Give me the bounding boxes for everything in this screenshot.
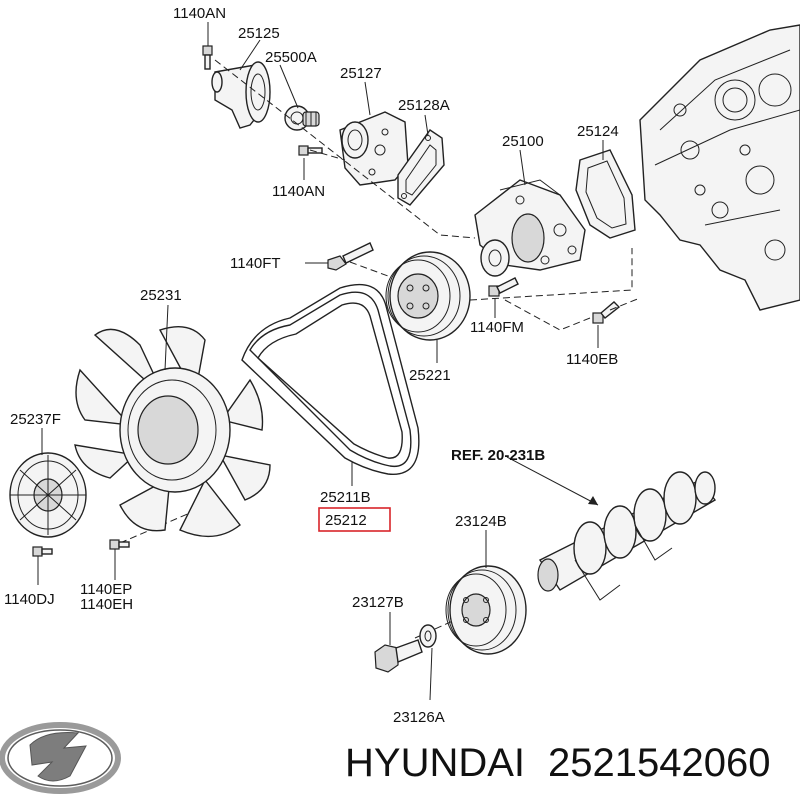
label-1140eb: 1140EB (566, 351, 618, 368)
label-25237f: 25237F (10, 411, 61, 428)
brand-name: HYUNDAI (345, 741, 525, 785)
label-25127: 25127 (340, 65, 382, 82)
water-inlet-fitting-25127 (339, 111, 409, 186)
bolt-1140an-mid (298, 145, 323, 156)
label-1140an-top: 1140AN (173, 5, 226, 22)
water-pump-25100 (474, 179, 586, 277)
label-ref: REF. 20-231B (451, 447, 545, 464)
label-1140ep: 1140EP (80, 581, 132, 598)
label-1140ft: 1140FT (230, 255, 281, 272)
label-25212: 25212 (325, 512, 367, 529)
label-25211b: 25211B (320, 489, 371, 506)
highlight-box-25212 (318, 507, 391, 532)
gasket-25128a (397, 129, 445, 206)
label-25128a: 25128A (398, 97, 450, 114)
label-23126a: 23126A (393, 709, 445, 726)
thermostat-housing-25125 (211, 61, 271, 129)
part-number: 2521542060 (548, 741, 770, 785)
ref-arrowhead (588, 496, 598, 505)
engine-block (639, 24, 800, 311)
pulley-25221 (385, 251, 471, 341)
bolt-1140dj (32, 546, 53, 557)
label-1140an-mid: 1140AN (272, 183, 325, 200)
washer-23126a (419, 624, 437, 648)
label-25221: 25221 (409, 367, 451, 384)
label-23124b: 23124B (455, 513, 507, 530)
label-23127b: 23127B (352, 594, 404, 611)
label-25125: 25125 (238, 25, 280, 42)
v-belt-25212 (241, 283, 420, 475)
crank-pulley-23124b (445, 565, 527, 655)
bolt-1140fm (488, 277, 519, 297)
crank-bolt-23127b (374, 639, 423, 673)
crankshaft-ref (537, 471, 717, 601)
cooling-fan-25231 (74, 326, 271, 538)
hyundai-logo (0, 722, 121, 794)
label-25100: 25100 (502, 133, 544, 150)
thermostat-25500a (284, 105, 320, 131)
bolt-1140eb (592, 301, 621, 324)
label-1140eh: 1140EH (80, 596, 133, 613)
label-25500a: 25500A (265, 49, 317, 66)
bolt-1140an-top (202, 45, 213, 70)
label-25231: 25231 (140, 287, 182, 304)
label-25124: 25124 (577, 123, 619, 140)
label-1140fm: 1140FM (470, 319, 524, 336)
bolt-1140ep (109, 539, 130, 550)
fan-clutch-25237f (9, 452, 87, 538)
gasket-25124 (575, 149, 636, 239)
bolt-1140ft (327, 242, 374, 271)
leader-lines (37, 22, 604, 701)
label-1140dj: 1140DJ (4, 591, 55, 608)
